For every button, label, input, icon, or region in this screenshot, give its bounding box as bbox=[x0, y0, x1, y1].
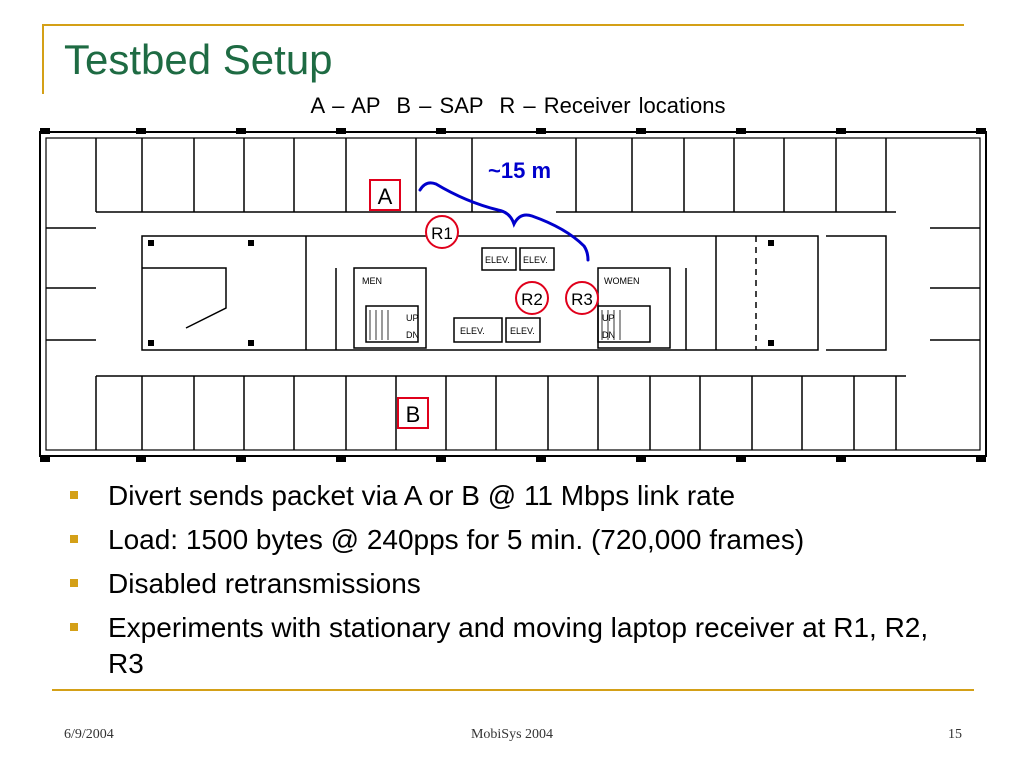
stair-right bbox=[597, 305, 651, 343]
bullet-text: Divert sends packet via A or B @ 11 Mbps… bbox=[108, 480, 736, 511]
elevator-2 bbox=[519, 247, 555, 271]
slide-title: Testbed Setup bbox=[64, 36, 333, 83]
elevator-3 bbox=[453, 317, 503, 343]
outer-wall bbox=[39, 131, 987, 457]
women-label: WOMEN bbox=[604, 276, 640, 286]
elev-label-2: ELEV. bbox=[523, 255, 548, 265]
stair-left bbox=[365, 305, 419, 343]
bullet-text: Load: 1500 bytes @ 240pps for 5 min. (72… bbox=[108, 524, 805, 555]
legend-line: A – AP B – SAP R – Receiver locations bbox=[310, 93, 726, 118]
footer-date: 6/9/2004 bbox=[64, 727, 114, 742]
bullet-text: Disabled retransmissions bbox=[108, 568, 421, 599]
distance-brace bbox=[418, 181, 590, 262]
marker-b bbox=[397, 397, 429, 429]
bullet-square-icon bbox=[70, 535, 78, 543]
men-label: MEN bbox=[362, 276, 382, 286]
elev-label-1: ELEV. bbox=[485, 255, 510, 265]
dn-label-right: DN bbox=[602, 330, 615, 340]
inner-wall bbox=[45, 137, 981, 451]
marker-b-label: B bbox=[406, 402, 421, 427]
bottom-rule bbox=[52, 689, 974, 691]
up-label-left: UP bbox=[406, 313, 419, 323]
dn-label-left: DN bbox=[406, 330, 419, 340]
bullet-text: Experiments with stationary and moving l… bbox=[108, 612, 929, 679]
left-rule bbox=[42, 24, 44, 94]
bullet-square-icon bbox=[70, 623, 78, 631]
footer-page-number: 15 bbox=[948, 727, 962, 742]
elev-label-4: ELEV. bbox=[510, 326, 535, 336]
marker-r1 bbox=[425, 215, 459, 249]
bullet-square-icon bbox=[70, 491, 78, 499]
bottom-offices bbox=[95, 375, 906, 450]
top-rule bbox=[42, 24, 964, 26]
up-label-right: UP bbox=[602, 313, 615, 323]
marker-r2 bbox=[515, 281, 549, 315]
elevator-1 bbox=[481, 247, 517, 271]
core-outline bbox=[141, 235, 819, 351]
elev-label-3: ELEV. bbox=[460, 326, 485, 336]
elevator-4 bbox=[505, 317, 541, 343]
men-room bbox=[353, 267, 427, 349]
marker-a-label: A bbox=[378, 184, 393, 209]
floor-plan: ELEV. ELEV. ELEV. ELEV. MEN WOMEN UP DN … bbox=[39, 128, 987, 462]
marker-r3-label: R3 bbox=[571, 290, 593, 309]
marker-r2-label: R2 bbox=[521, 290, 543, 309]
bullet-square-icon bbox=[70, 579, 78, 587]
bullet-list: Divert sends packet via A or B @ 11 Mbps… bbox=[70, 474, 970, 682]
bullet-item: Experiments with stationary and moving l… bbox=[70, 606, 970, 682]
marker-r1-label: R1 bbox=[431, 224, 453, 243]
distance-label: ~15 m bbox=[488, 158, 551, 183]
bullet-item: Disabled retransmissions bbox=[70, 562, 970, 606]
bullet-item: Load: 1500 bytes @ 240pps for 5 min. (72… bbox=[70, 518, 970, 562]
marker-r3 bbox=[565, 281, 599, 315]
marker-a bbox=[369, 179, 401, 211]
top-offices bbox=[95, 138, 896, 213]
footer-title: MobiSys 2004 bbox=[470, 727, 554, 742]
bullet-item: Divert sends packet via A or B @ 11 Mbps… bbox=[70, 474, 970, 518]
